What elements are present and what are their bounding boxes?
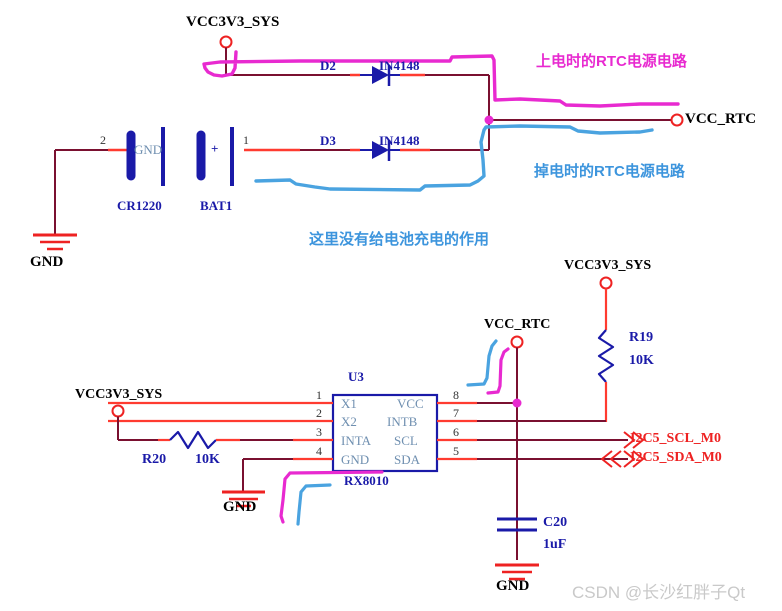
value-r19: 10K — [629, 353, 654, 368]
ref-d2: D2 — [320, 58, 336, 73]
gnd-label-u3: GND — [223, 499, 257, 515]
pin-number-bat1-1: 1 — [243, 133, 249, 147]
ref-d3: D3 — [320, 133, 336, 148]
highlight-u3-tail-pink — [279, 470, 384, 524]
pin-name-u3-scl: SCL — [394, 433, 418, 448]
annotation-no-charge: 这里没有给电池充电的作用 — [309, 231, 490, 248]
net-label-vcc-rtc-right: VCC_RTC — [685, 111, 757, 127]
net-port-vcc-rtc-mid[interactable] — [510, 335, 524, 349]
net-port-vcc-rtc-right[interactable] — [670, 113, 684, 127]
net-label-vcc-rtc-mid: VCC_RTC — [484, 317, 551, 332]
ref-u3: U3 — [348, 369, 364, 384]
pin-number-cr1220-2: 2 — [100, 133, 106, 147]
resistor-r20-body — [169, 430, 217, 450]
pin-name-u3-x2: X2 — [341, 414, 357, 429]
ref-bat1: BAT1 — [200, 198, 233, 213]
signal-label-scl: I2C5_SCL_M0 — [630, 431, 722, 446]
highlight-u3-tail-blue — [296, 483, 332, 526]
pin-number-u3-3: 3 — [316, 425, 322, 439]
sda-arrow-right-2 — [632, 450, 645, 468]
value-d3: IN4148 — [379, 133, 420, 148]
ref-c20: C20 — [543, 515, 568, 530]
highlight-vccrtc-mid-pink — [486, 347, 510, 395]
pin-number-u3-7: 7 — [453, 406, 459, 420]
junction-dot-u3-vcc — [512, 398, 522, 408]
sda-arrow-left-2 — [609, 450, 622, 468]
pin-name-u3-x1: X1 — [341, 396, 357, 411]
ref-r20: R20 — [142, 452, 167, 467]
part-u3: RX8010 — [344, 473, 389, 488]
ic-u3-body — [331, 393, 439, 473]
pin-name-u3-sda: SDA — [394, 452, 421, 467]
net-port-vcc3v3-top[interactable] — [219, 35, 233, 49]
highlight-path-power-on — [202, 50, 680, 108]
highlight-vccrtc-mid-blue — [466, 339, 498, 387]
pin-number-u3-4: 4 — [316, 444, 322, 458]
highlight-path-power-off — [254, 124, 654, 192]
gnd-label-left: GND — [30, 254, 64, 270]
net-port-vcc3v3-r20[interactable] — [111, 404, 125, 418]
pin-name-u3-inta: INTA — [341, 433, 372, 448]
signal-label-sda: I2C5_SDA_M0 — [630, 450, 722, 465]
annotation-power-off: 掉电时的RTC电源电路 — [534, 163, 685, 180]
value-c20: 1uF — [543, 537, 567, 552]
pin-number-u3-2: 2 — [316, 406, 322, 420]
pin-name-cr1220-gnd: GND — [134, 142, 163, 157]
scl-arrow-right-1 — [623, 431, 636, 449]
diode-d3-body — [372, 141, 389, 159]
pin-number-u3-5: 5 — [453, 444, 459, 458]
value-d2: IN4148 — [379, 58, 420, 73]
polarity-bat1: + — [211, 141, 219, 156]
value-r20: 10K — [195, 452, 220, 467]
pin-name-u3-gnd: GND — [341, 452, 370, 467]
watermark: CSDN @长沙红胖子Qt — [572, 583, 746, 602]
net-port-vcc3v3-r19[interactable] — [599, 276, 613, 290]
sda-arrow-left-1 — [600, 450, 613, 468]
net-label-vcc3v3-r20: VCC3V3_SYS — [75, 387, 163, 402]
junction-dot-vcc-rtc — [484, 115, 494, 125]
net-label-vcc3v3-top: VCC3V3_SYS — [186, 14, 280, 30]
sda-arrow-right-1 — [623, 450, 636, 468]
scl-arrow-right-2 — [632, 431, 645, 449]
ref-cr1220: CR1220 — [117, 198, 162, 213]
pin-number-u3-8: 8 — [453, 388, 459, 402]
pin-name-u3-vcc: VCC — [397, 396, 424, 411]
annotation-power-on: 上电时的RTC电源电路 — [536, 53, 687, 70]
pin-number-u3-1: 1 — [316, 388, 322, 402]
gnd-label-c20: GND — [496, 578, 530, 594]
net-label-vcc3v3-r19: VCC3V3_SYS — [564, 258, 652, 273]
ref-r19: R19 — [629, 330, 654, 345]
pin-number-u3-6: 6 — [453, 425, 459, 439]
pin-name-u3-intb: INTB — [387, 414, 418, 429]
resistor-r19-body — [597, 329, 615, 383]
diode-d2-body — [372, 66, 389, 84]
